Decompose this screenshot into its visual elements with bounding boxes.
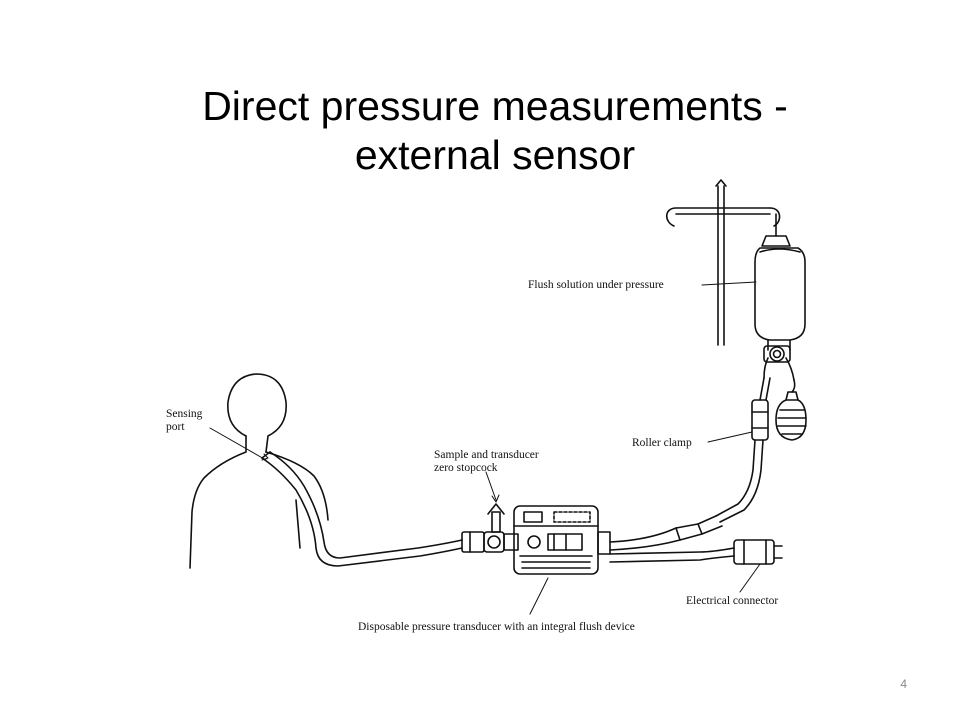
pressure-bulb xyxy=(775,379,807,441)
patient-figure xyxy=(189,373,329,569)
leader-lines xyxy=(209,281,761,615)
leader-stopcock xyxy=(485,471,497,501)
electrical-connector xyxy=(609,539,783,565)
label-electrical-connector: Electrical connector xyxy=(686,595,778,607)
title-line-1: Direct pressure measurements - xyxy=(202,83,788,129)
label-stopcock-1: Sample and transducer xyxy=(434,449,539,461)
page-number: 4 xyxy=(900,677,907,691)
leader-electrical-connector xyxy=(739,563,761,593)
label-flush-solution: Flush solution under pressure xyxy=(528,279,664,291)
catheter xyxy=(261,451,463,567)
leader-flush-solution xyxy=(701,281,757,286)
leader-transducer xyxy=(529,577,549,615)
title-line-2: external sensor xyxy=(354,132,636,178)
label-transducer: Disposable pressure transducer with an i… xyxy=(358,621,635,633)
flush-bag xyxy=(754,213,806,381)
diagram-labels: Flush solution under pressure Sensing po… xyxy=(166,279,778,633)
label-roller-clamp: Roller clamp xyxy=(632,437,692,449)
leader-roller-clamp xyxy=(707,431,753,443)
label-sensing-port-1: Sensing xyxy=(166,408,203,420)
label-stopcock-2: zero stopcock xyxy=(434,462,498,474)
leader-sensing-port xyxy=(209,427,267,461)
stopcock-arrow xyxy=(491,494,500,503)
label-sensing-port-2: port xyxy=(166,421,185,433)
flush-tubing xyxy=(609,377,771,551)
slide-title: Direct pressure measurements - external … xyxy=(0,82,960,180)
sensing-port-arrow xyxy=(261,453,269,461)
iv-pole xyxy=(665,179,781,346)
transducer-assembly xyxy=(461,503,611,575)
